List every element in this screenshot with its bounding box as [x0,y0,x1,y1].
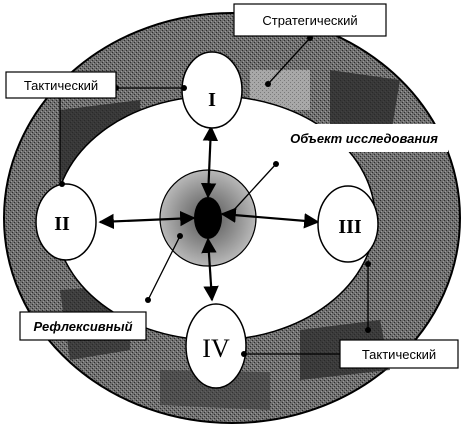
node-I-label: I [208,89,216,111]
label-strategic-text: Стратегический [262,13,357,28]
arrow-to-I [200,125,219,199]
label-tactical-left: Тактический [5,71,117,99]
label-strategic: Стратегический [233,3,387,37]
arrows [98,125,320,302]
node-I: I [181,51,243,129]
node-IV-label: IV [202,334,230,363]
label-tactical-left-text: Тактический [24,78,98,93]
arrow-to-II [98,210,196,230]
node-III: III [317,185,379,263]
label-reflexive-text: Рефлексивный [33,319,132,334]
label-tactical-right-text: Тактический [362,347,436,362]
label-reflexive: Рефлексивный [19,311,147,341]
leader-dots [59,35,371,357]
node-III-label: III [338,216,362,238]
node-II: II [35,183,97,261]
leaders [59,37,369,355]
node-IV: IV [185,303,247,389]
label-tactical-right: Тактический [339,339,459,369]
arrow-to-IV [201,237,219,302]
arrow-to-III [220,207,320,229]
label-object-text: Объект исследования [290,131,438,146]
node-II-label: II [54,213,70,235]
label-object: Объект исследования [278,124,448,152]
